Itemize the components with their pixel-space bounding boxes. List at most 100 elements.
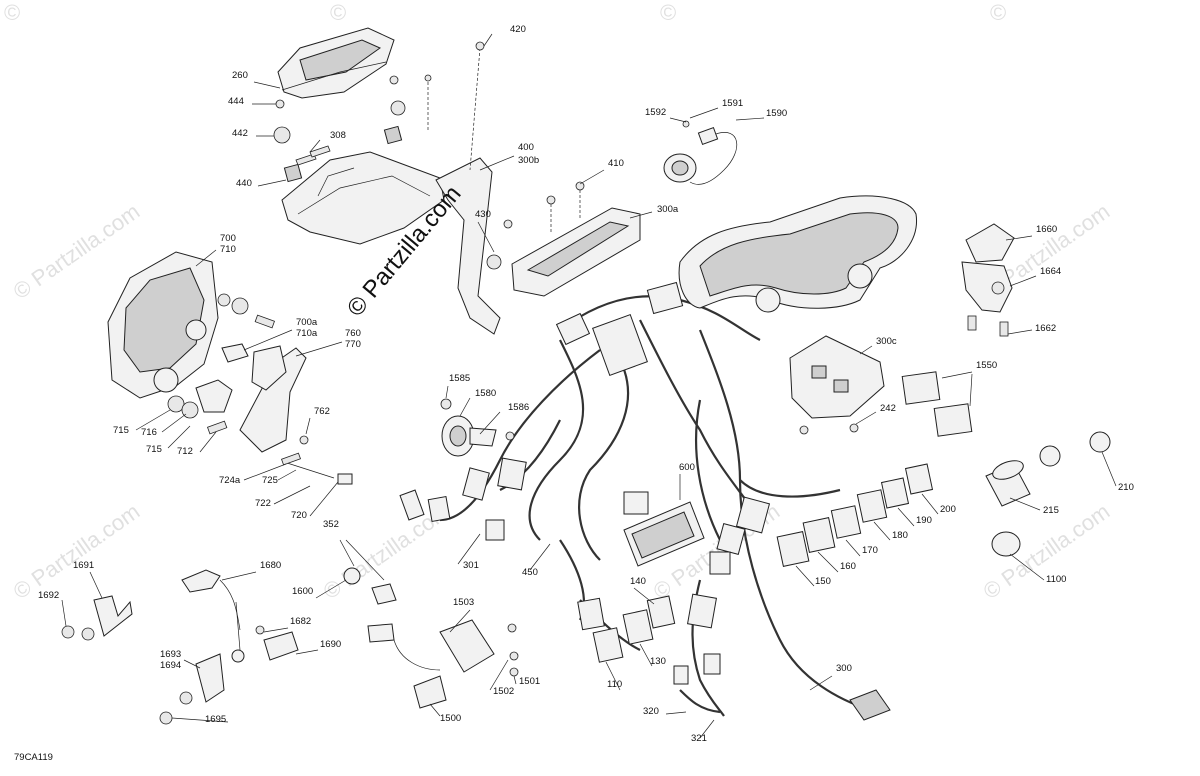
part-callout-c1500: 1500	[440, 713, 461, 724]
fuse-relay-row	[592, 463, 934, 663]
part-callout-c770: 770	[345, 339, 361, 350]
part-callout-c260: 260	[232, 70, 248, 81]
relay-1550	[901, 371, 973, 437]
part-callout-c1682: 1682	[290, 616, 311, 627]
part-callout-c1503: 1503	[453, 597, 474, 608]
part-callout-c400: 400	[518, 142, 534, 153]
switch-1500	[367, 619, 519, 709]
watermark-logo: ©	[660, 0, 676, 25]
part-callout-c160: 160	[840, 561, 856, 572]
support-arm-400	[435, 41, 513, 335]
part-callout-c1694: 1694	[160, 660, 181, 671]
faint-watermark: © Partzilla.com	[9, 499, 145, 605]
part-callout-c321: 321	[691, 733, 707, 744]
part-callout-c1664: 1664	[1040, 266, 1061, 277]
part-callout-c725: 725	[262, 475, 278, 486]
watermark-logo: ©	[330, 0, 346, 25]
part-callout-c1695: 1695	[205, 714, 226, 725]
part-callout-c140: 140	[630, 576, 646, 587]
part-callout-c1690: 1690	[320, 639, 341, 650]
part-callout-c300: 300	[836, 663, 852, 674]
part-callout-c1592: 1592	[645, 107, 666, 118]
part-callout-c1591: 1591	[722, 98, 743, 109]
part-callout-c352: 352	[323, 519, 339, 530]
part-callout-c1691: 1691	[73, 560, 94, 571]
part-callout-c1501: 1501	[519, 676, 540, 687]
diagram-code: 79CA119	[14, 752, 53, 763]
module-1660	[961, 223, 1015, 337]
part-callout-c712: 712	[177, 446, 193, 457]
corner-watermarks: © © © ©	[4, 0, 1006, 25]
part-callout-c210: 210	[1118, 482, 1134, 493]
part-callout-c300a: 300a	[657, 204, 679, 215]
part-callout-c760: 760	[345, 328, 361, 339]
part-callout-c1580: 1580	[475, 388, 496, 399]
part-callout-c180: 180	[892, 530, 908, 541]
part-callout-c308: 308	[330, 130, 346, 141]
part-callout-c215: 215	[1043, 505, 1059, 516]
part-callout-c1586: 1586	[508, 402, 529, 413]
display-cluster-600	[623, 474, 705, 567]
part-callout-c724a: 724a	[219, 475, 241, 486]
headlamp-frame	[678, 195, 917, 313]
part-callout-c715a: 715	[113, 425, 129, 436]
part-callout-c170: 170	[862, 545, 878, 556]
part-callout-c1550: 1550	[976, 360, 997, 371]
part-callout-c110: 110	[607, 679, 622, 690]
horn-1580	[440, 398, 515, 457]
part-callout-c1662: 1662	[1035, 323, 1056, 334]
part-callout-c440: 440	[236, 178, 252, 189]
sensor-arm-1680	[159, 569, 299, 725]
part-callout-c410: 410	[608, 158, 624, 169]
watermark-logo: ©	[4, 0, 20, 25]
part-callout-c762: 762	[314, 406, 330, 417]
part-callout-c1680: 1680	[260, 560, 281, 571]
part-callout-c444: 444	[228, 96, 244, 107]
sensor-1590	[663, 120, 738, 185]
part-callout-c300b: 300b	[518, 155, 539, 166]
part-callout-c710: 710	[220, 244, 236, 255]
lever-760	[239, 345, 353, 485]
main-wiring-harness-300	[399, 281, 891, 721]
part-callout-c710a: 710a	[296, 328, 318, 339]
part-callout-c700: 700	[220, 233, 236, 244]
connector-block-300a	[511, 181, 641, 297]
leader-lines	[61, 33, 1117, 739]
part-callout-c190: 190	[916, 515, 932, 526]
part-callout-c716: 716	[141, 427, 157, 438]
part-callout-c715b: 715	[146, 444, 162, 455]
part-callout-c1502: 1502	[493, 686, 514, 697]
part-callout-c320: 320	[643, 706, 659, 717]
bracket-1691	[61, 595, 133, 641]
part-callout-c1590: 1590	[766, 108, 787, 119]
part-callout-c300c: 300c	[876, 336, 897, 347]
part-callout-c150: 150	[815, 576, 831, 587]
part-callout-c430: 430	[475, 209, 491, 220]
part-callout-c600: 600	[679, 462, 695, 473]
part-callout-c1693: 1693	[160, 649, 181, 660]
instrument-housing-700	[107, 251, 275, 435]
part-callout-c720: 720	[291, 510, 307, 521]
part-callout-c442: 442	[232, 128, 248, 139]
sensor-1600	[339, 539, 397, 605]
callout-labels: 420 260 444 442 308 440 400 300b 410 1592 1591 1590…	[38, 24, 1134, 744]
part-callout-c1660: 1660	[1036, 224, 1057, 235]
part-callout-c700a: 700a	[296, 317, 318, 328]
cover-260	[277, 27, 395, 99]
switch-cluster	[985, 431, 1111, 557]
part-callout-c1100: 1100	[1046, 574, 1066, 585]
part-callout-c1692: 1692	[38, 590, 59, 601]
part-callout-c722: 722	[255, 498, 271, 509]
part-callout-c301: 301	[463, 560, 479, 571]
part-callout-c450: 450	[522, 567, 538, 578]
part-callout-c1585: 1585	[449, 373, 470, 384]
part-callout-c420: 420	[510, 24, 526, 35]
watermark-logo: ©	[990, 0, 1006, 25]
bracket-440	[273, 74, 445, 245]
part-callout-c130: 130	[650, 656, 666, 667]
part-callout-c1600: 1600	[292, 586, 313, 597]
relay-bracket-300c	[789, 335, 885, 435]
part-callout-c200: 200	[940, 504, 956, 515]
